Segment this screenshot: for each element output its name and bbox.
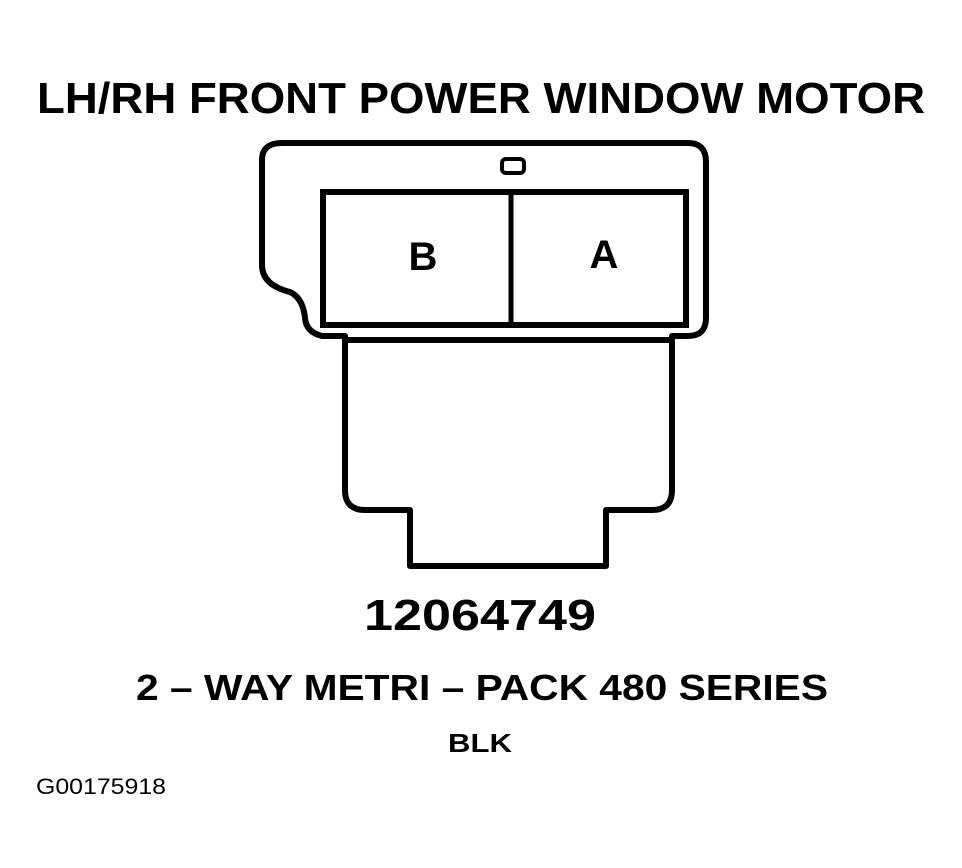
- diagram-title: LH/RH FRONT POWER WINDOW MOTOR: [37, 74, 925, 123]
- cavity-label-b: B: [409, 235, 438, 279]
- figure-id: G00175918: [36, 774, 166, 799]
- cavity-label-a: A: [590, 233, 619, 277]
- part-number: 12064749: [364, 591, 596, 640]
- connector-color: BLK: [448, 728, 512, 758]
- terminal-face: [320, 189, 689, 328]
- latch-tab: [500, 157, 526, 175]
- connector-lower-body: [342, 336, 675, 569]
- connector-description: 2 – WAY METRI – PACK 480 SERIES: [136, 667, 828, 708]
- connector-housing-outline: [259, 140, 709, 343]
